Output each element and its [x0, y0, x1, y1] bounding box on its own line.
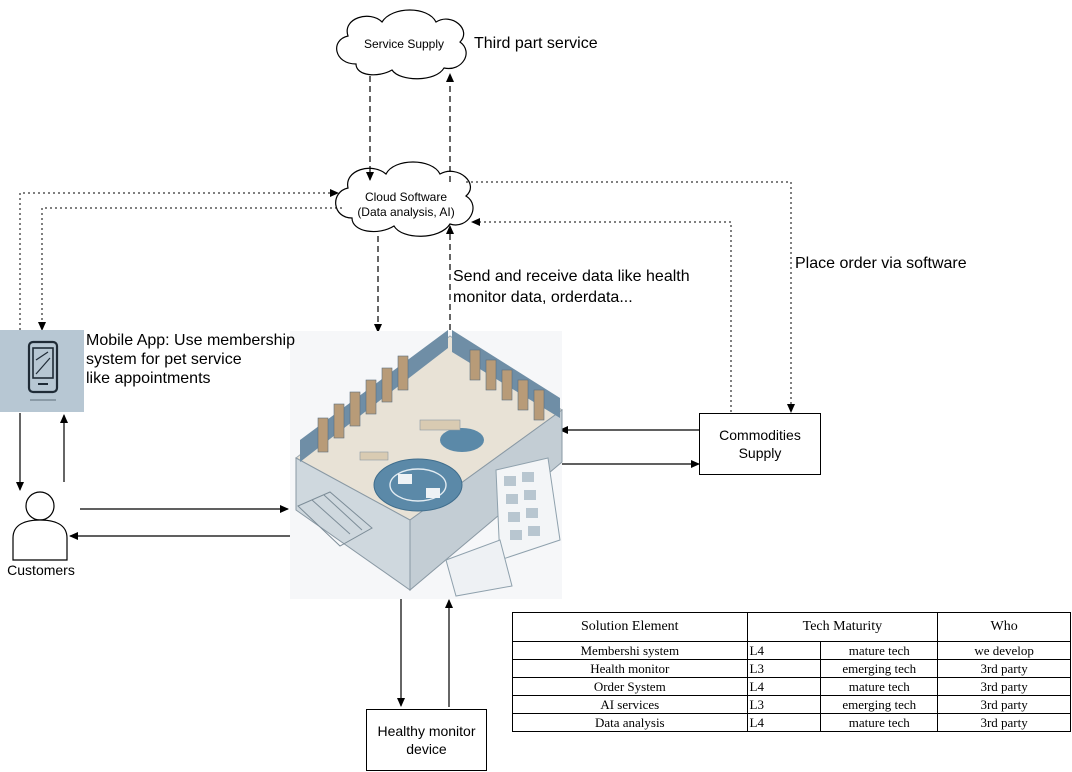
customers-label: Customers — [7, 562, 75, 578]
cell-element: Order System — [512, 677, 748, 696]
commodities-supply-box: Commodities Supply — [699, 413, 821, 475]
commodities-to-cloud-arrow — [471, 218, 732, 412]
cell-element: Membershi system — [512, 641, 748, 660]
cell-who: 3rd party — [937, 713, 1071, 732]
cell-level: L3 — [746, 695, 822, 714]
commodities-title: Commodities — [719, 427, 801, 443]
send-receive-line-2: monitor data, orderdata... — [453, 289, 633, 306]
cell-element: AI services — [512, 695, 748, 714]
header-tech-maturity: Tech Maturity — [746, 612, 939, 642]
place-order-arrow — [466, 181, 795, 413]
table-row: Order System L4 mature tech 3rd party — [512, 677, 1071, 696]
mobile-app-line-3: like appointments — [86, 370, 211, 387]
mobile-app-label: Mobile App: Use membership system for pe… — [86, 331, 295, 388]
healthy-monitor-box: Healthy monitor device — [366, 709, 487, 771]
cell-element: Health monitor — [512, 659, 748, 678]
mobile-app-line-2: system for pet service — [86, 351, 242, 368]
tech-maturity-table: Solution Element Tech Maturity Who Membe… — [512, 612, 1071, 732]
mobile-phone-icon — [0, 330, 84, 412]
cell-level: L4 — [746, 713, 822, 732]
cloud-software-subtitle: (Data analysis, AI) — [357, 205, 455, 219]
mobile-app-line-1: Mobile App: Use membership — [86, 332, 295, 349]
table-row: Membershi system L4 mature tech we devel… — [512, 641, 1071, 660]
cell-maturity: emerging tech — [820, 659, 939, 678]
third-party-label: Third part service — [474, 35, 598, 52]
cloud-to-app-arrow — [38, 207, 342, 331]
service-supply-label: Service Supply — [363, 37, 445, 51]
table-header-row: Solution Element Tech Maturity Who — [512, 612, 1071, 642]
header-solution-element: Solution Element — [512, 612, 748, 642]
monitor-subtitle: device — [406, 741, 447, 757]
service-supply-cloud — [336, 9, 467, 80]
pet-store-illustration — [290, 330, 563, 599]
monitor-title: Healthy monitor — [377, 723, 476, 739]
table-row: AI services L3 emerging tech 3rd party — [512, 695, 1071, 714]
cell-who: 3rd party — [937, 695, 1071, 714]
cell-maturity: mature tech — [820, 677, 939, 696]
cell-level: L3 — [746, 659, 822, 678]
cell-maturity: mature tech — [820, 641, 939, 660]
cell-maturity: mature tech — [820, 713, 939, 732]
commodities-subtitle: Supply — [738, 445, 782, 461]
send-receive-annotation: Send and receive data like health monito… — [453, 266, 690, 308]
cell-level: L4 — [746, 677, 822, 696]
cell-who: 3rd party — [937, 659, 1071, 678]
cloud-software-label: Cloud Software (Data analysis, AI) — [344, 190, 468, 220]
send-receive-line-1: Send and receive data like health — [453, 268, 690, 285]
customer-person-icon — [12, 491, 68, 561]
header-who: Who — [937, 612, 1071, 642]
cell-who: 3rd party — [937, 677, 1071, 696]
app-to-cloud-arrow — [19, 189, 339, 330]
table-row: Data analysis L4 mature tech 3rd party — [512, 713, 1071, 732]
cell-level: L4 — [746, 641, 822, 660]
cell-element: Data analysis — [512, 713, 748, 732]
table-row: Health monitor L3 emerging tech 3rd part… — [512, 659, 1071, 678]
cloud-software-title: Cloud Software — [364, 190, 448, 204]
cell-maturity: emerging tech — [820, 695, 939, 714]
place-order-label: Place order via software — [795, 255, 967, 272]
cell-who: we develop — [937, 641, 1071, 660]
